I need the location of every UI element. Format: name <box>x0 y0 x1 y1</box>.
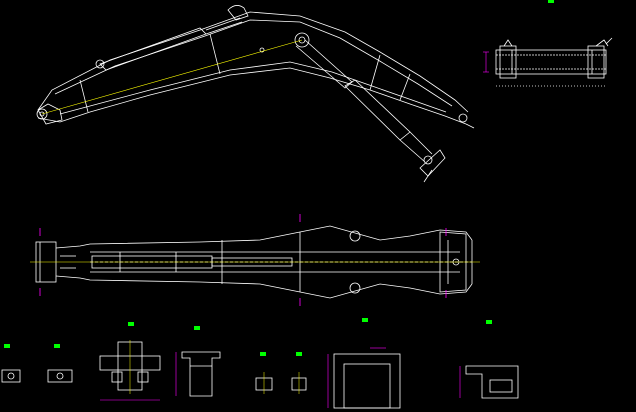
boom-lower-edge <box>37 67 467 125</box>
section-4 <box>181 351 221 397</box>
label-mark-7 <box>362 318 368 322</box>
section-6 <box>291 372 307 394</box>
boom-web-3 <box>369 54 381 91</box>
boom-upper-edge <box>37 11 469 113</box>
pin-detail-dimension <box>483 51 489 73</box>
label-mark-4 <box>194 326 200 330</box>
boom-web-1 <box>79 79 89 113</box>
label-mark-2 <box>54 344 60 348</box>
plan-pin-lower <box>349 282 361 294</box>
section-2 <box>47 369 73 383</box>
label-mark-3 <box>128 322 134 326</box>
arm-bracket <box>419 149 446 177</box>
boom-inner-lower <box>59 61 447 115</box>
section-7 <box>333 353 401 409</box>
pin-right-ear <box>595 39 609 47</box>
plan-outline-lower <box>55 275 473 299</box>
boom-top-lug <box>227 5 249 21</box>
arm-cylinder-rod <box>399 131 433 163</box>
label-mark-5 <box>260 352 266 356</box>
section-8 <box>465 365 519 399</box>
arm-link-upper <box>295 39 353 89</box>
section-3 <box>99 340 161 394</box>
arm-cylinder-end-pin <box>423 155 433 165</box>
section-labels <box>4 0 554 356</box>
boom-foot-bracket <box>37 103 63 125</box>
cylinder-end-pin <box>95 59 105 69</box>
arm-leader <box>423 169 433 183</box>
label-mark-1 <box>4 344 10 348</box>
section-dimensions <box>100 347 461 408</box>
plan-section-marks <box>39 214 447 306</box>
section-5 <box>255 372 273 394</box>
pin-left-ear <box>503 39 513 47</box>
boom-web-4 <box>399 73 411 101</box>
section-1 <box>1 369 21 383</box>
section-details[interactable] <box>1 340 519 409</box>
boom-head-pin <box>458 113 468 123</box>
label-mark-8 <box>486 320 492 324</box>
pin-sleeve-left <box>499 45 517 79</box>
plan-head-block <box>439 231 467 293</box>
boom-cylinder-rod <box>205 17 241 31</box>
label-mark-6 <box>296 352 302 356</box>
boom-web-2 <box>209 33 221 75</box>
pin-detail[interactable] <box>495 37 613 87</box>
pin-body <box>495 49 607 75</box>
head-leader <box>465 123 475 129</box>
plan-outline-upper <box>55 225 473 249</box>
label-mark-9 <box>548 0 554 3</box>
side-centerline <box>41 39 303 115</box>
boom-cylinder-rod-2 <box>205 21 243 35</box>
small-pin-a <box>259 47 265 53</box>
boom-side-elevation[interactable] <box>36 5 475 183</box>
boom-foot-pin <box>36 108 48 120</box>
plan-pin-upper <box>349 230 361 242</box>
apex-pin <box>294 32 310 48</box>
